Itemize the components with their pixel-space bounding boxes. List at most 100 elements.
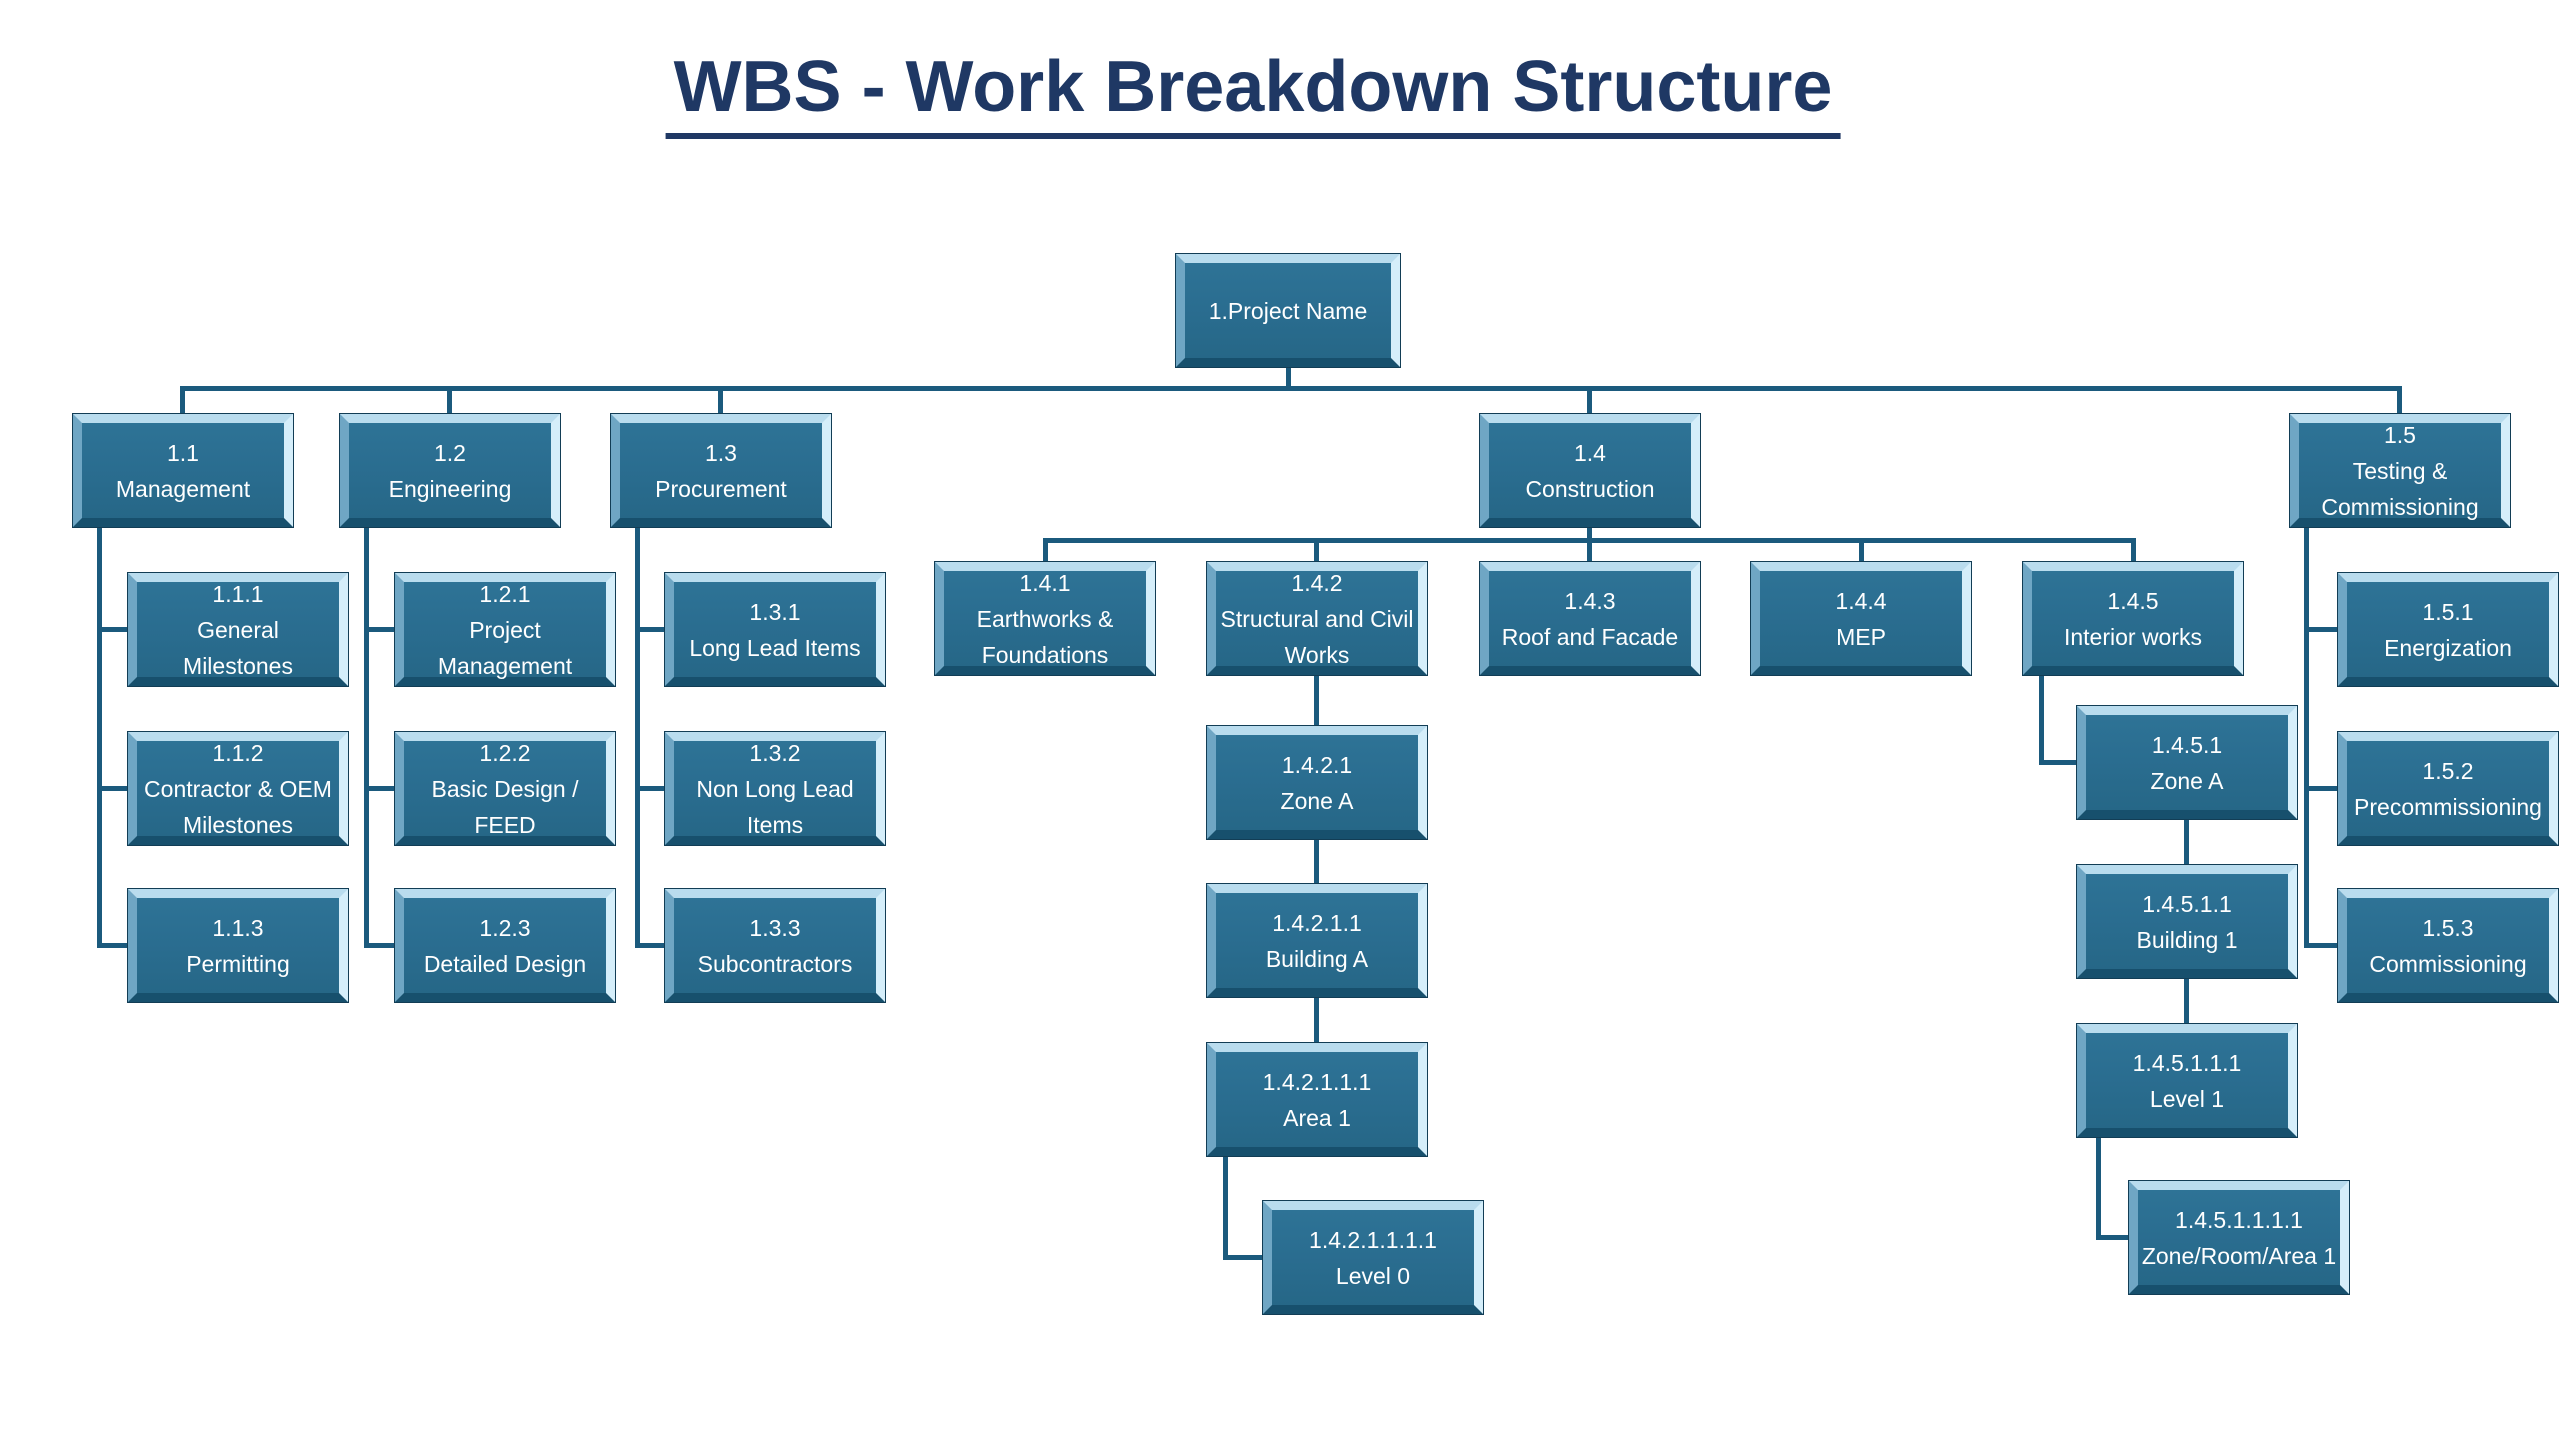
node-code: 1.1.2 [212, 739, 264, 766]
connector-stub-1-2-3 [364, 943, 395, 948]
node-code: 1.4.2 [1291, 569, 1343, 596]
node-code: 1.2.1 [479, 580, 531, 607]
node-code: 1.4.5.1.1 [2142, 890, 2232, 917]
connector-1-4-stub-1-4-5 [2131, 538, 2136, 562]
node-label: Area 1 [1283, 1104, 1351, 1131]
node-label: Procurement [655, 475, 787, 502]
connector-trunk-1-4-2-1-1-1 [1223, 1156, 1228, 1260]
node-label: Construction [1525, 475, 1655, 502]
wbs-node-1-4-3: 1.4.3 Roof and Facade [1479, 561, 1701, 676]
node-code: 1.4.4 [1835, 587, 1887, 614]
node-label: Contractor & OEM Milestones [144, 775, 332, 838]
node-label: Zone/Room/Area 1 [2141, 1242, 2337, 1269]
connector-level1-stub-1-2 [447, 386, 452, 414]
node-code: 1.4.5.1 [2151, 731, 2223, 758]
wbs-node-1-3: 1.3 Procurement [610, 413, 832, 528]
wbs-node-1-3-1: 1.3.1 Long Lead Items [664, 572, 886, 687]
connector-stub-1-5-2 [2304, 786, 2338, 791]
connector-1-4-2-1-1-1-drop [1314, 997, 1319, 1043]
node-label: Building A [1265, 945, 1369, 972]
connector-level1-stub-1-1 [180, 386, 185, 414]
wbs-node-1-1-3: 1.1.3 Permitting [127, 888, 349, 1003]
wbs-node-1-3-3: 1.3.3 Subcontractors [664, 888, 886, 1003]
wbs-node-1-2: 1.2 Engineering [339, 413, 561, 528]
node-label: Project Management [437, 616, 573, 679]
wbs-node-1-2-2: 1.2.2 Basic Design / FEED [394, 731, 616, 846]
wbs-node-1-3-2: 1.3.2 Non Long Lead Items [664, 731, 886, 846]
wbs-node-1-5-1: 1.5.1 Energization [2337, 572, 2559, 687]
node-label: Level 0 [1335, 1262, 1411, 1289]
wbs-node-1-1-2: 1.1.2 Contractor & OEM Milestones [127, 731, 349, 846]
connector-level1-bus [180, 386, 2402, 391]
node-label: Precommissioning [2354, 793, 2542, 820]
wbs-node-1-4-4: 1.4.4 MEP [1750, 561, 1972, 676]
wbs-node-1-5-2: 1.5.2 Precommissioning [2337, 731, 2559, 846]
connector-stub-1-2-1 [364, 627, 395, 632]
wbs-node-1-5: 1.5 Testing & Commissioning [2289, 413, 2511, 528]
node-code: 1.1 [167, 439, 199, 466]
node-code: 1.3.2 [749, 739, 801, 766]
connector-1-4-stub-1-4-2 [1314, 538, 1319, 562]
connector-1-4-stub-1-4-4 [1859, 538, 1864, 562]
wbs-node-1-4-2: 1.4.2 Structural and Civil Works [1206, 561, 1428, 676]
wbs-node-1-5-3: 1.5.3 Commissioning [2337, 888, 2559, 1003]
connector-trunk-1-1 [97, 527, 102, 948]
wbs-node-1-4-2-1-1: 1.4.2.1.1 Building A [1206, 883, 1428, 998]
node-code: 1.1.3 [212, 914, 264, 941]
node-label: Management [115, 475, 251, 502]
connector-level1-stub-1-4 [1587, 386, 1592, 414]
wbs-node-1-4-5-1: 1.4.5.1 Zone A [2076, 705, 2298, 820]
connector-level1-stub-1-5 [2397, 386, 2402, 414]
node-label: 1.Project Name [1208, 297, 1368, 324]
connector-root-drop [1286, 367, 1291, 388]
node-code: 1.4.2.1 [1281, 751, 1353, 778]
node-code: 1.2.3 [479, 914, 531, 941]
node-label: Long Lead Items [689, 634, 861, 661]
connector-stub-1-1-2 [97, 786, 128, 791]
node-label: Testing & Commissioning [2321, 457, 2479, 520]
node-code: 1.4.2.1.1 [1272, 909, 1362, 936]
node-label: Basic Design / FEED [431, 775, 579, 838]
wbs-node-1-4-5-1-1-1-1: 1.4.5.1.1.1.1 Zone/Room/Area 1 [2128, 1180, 2350, 1295]
connector-stub-1-4-2-1-1-1-1 [1223, 1255, 1263, 1260]
node-code: 1.2 [434, 439, 466, 466]
node-label: Detailed Design [423, 950, 587, 977]
node-code: 1.3.1 [749, 598, 801, 625]
node-label: Earthworks & Foundations [976, 605, 1114, 668]
node-code: 1.4.3 [1564, 587, 1616, 614]
connector-level1-stub-1-3 [718, 386, 723, 414]
node-code: 1.4.2.1.1.1.1 [1309, 1226, 1437, 1253]
node-label: Interior works [2063, 623, 2203, 650]
node-label: MEP [1836, 623, 1886, 650]
connector-1-4-stub-1-4-1 [1043, 538, 1048, 562]
node-code: 1.5.2 [2422, 757, 2474, 784]
node-code: 1.5 [2384, 421, 2416, 448]
connector-stub-1-3-3 [635, 943, 665, 948]
node-label: Zone A [2150, 767, 2224, 794]
connector-trunk-1-2 [364, 527, 369, 948]
connector-trunk-1-4-5 [2039, 675, 2044, 765]
node-code: 1.4.1 [1019, 569, 1071, 596]
node-label: Permitting [186, 950, 290, 977]
node-label: Non Long Lead Items [696, 775, 854, 838]
wbs-node-1-2-1: 1.2.1 Project Management [394, 572, 616, 687]
node-code: 1.5.1 [2422, 598, 2474, 625]
connector-stub-1-1-1 [97, 627, 128, 632]
node-code: 1.3.3 [749, 914, 801, 941]
node-code: 1.4.2.1.1.1 [1262, 1068, 1372, 1095]
node-code: 1.4.5 [2107, 587, 2159, 614]
diagram-title: WBS - Work Breakdown Structure [665, 46, 1841, 139]
node-code: 1.4 [1574, 439, 1606, 466]
connector-1-4-2-1-drop [1314, 675, 1319, 726]
node-label: Zone A [1280, 787, 1354, 814]
connector-trunk-1-4-5-1-1-1 [2096, 1137, 2101, 1240]
node-code: 1.1.1 [212, 580, 264, 607]
connector-stub-1-1-3 [97, 943, 128, 948]
node-code: 1.4.5.1.1.1 [2132, 1049, 2242, 1076]
connector-trunk-1-3 [635, 527, 640, 948]
node-code: 1.5.3 [2422, 914, 2474, 941]
connector-stub-1-5-1 [2304, 627, 2338, 632]
wbs-node-1-4-5: 1.4.5 Interior works [2022, 561, 2244, 676]
connector-stub-1-4-5-1-1-1-1 [2096, 1235, 2129, 1240]
wbs-node-1-4-2-1-1-1-1: 1.4.2.1.1.1.1 Level 0 [1262, 1200, 1484, 1315]
